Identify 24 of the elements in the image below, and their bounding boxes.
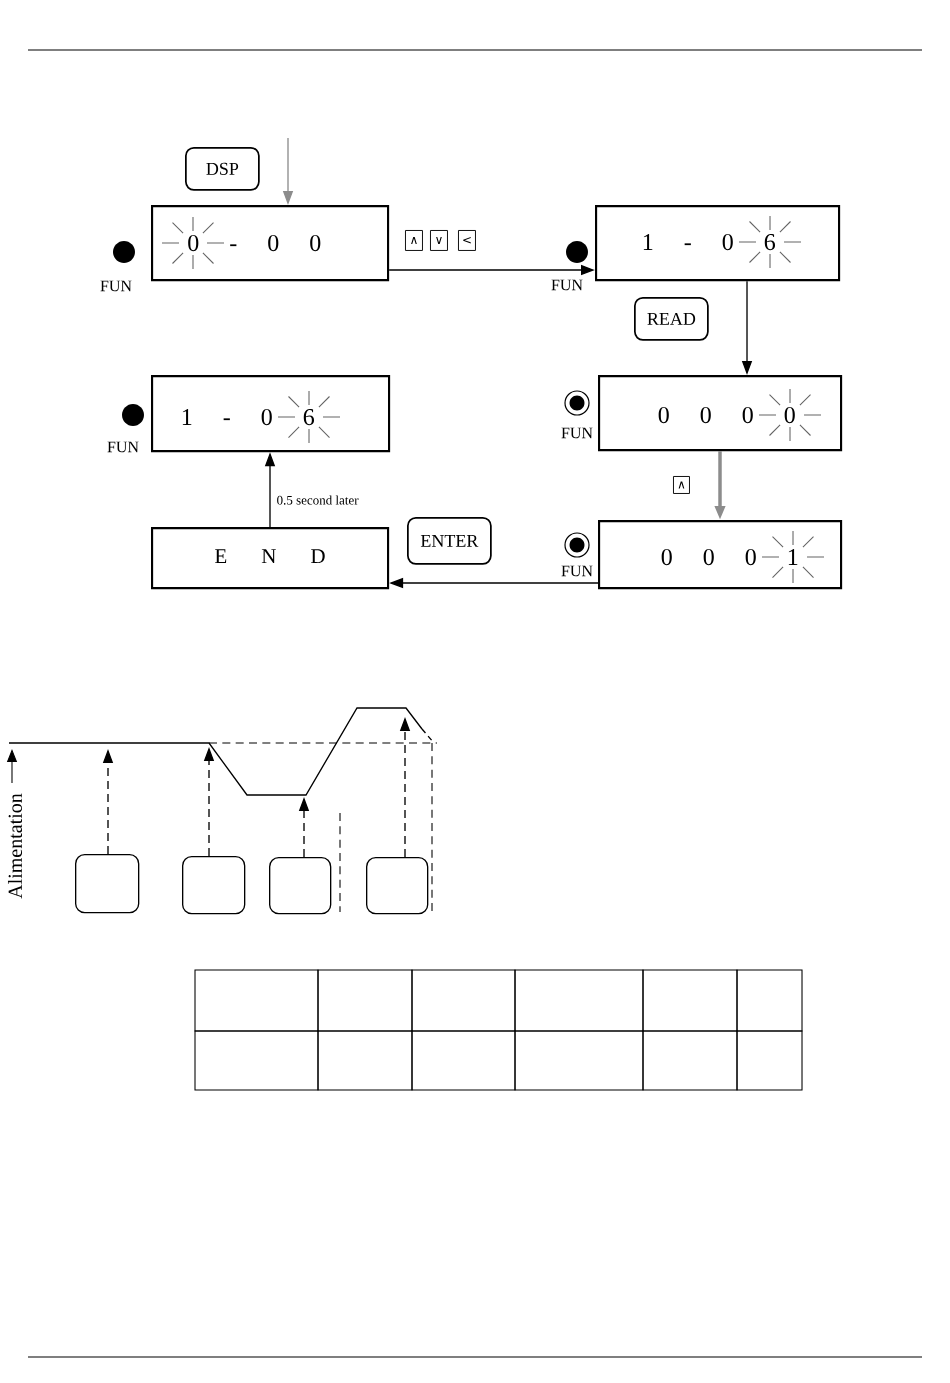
display-panel: E N D bbox=[151, 527, 390, 590]
display-panel: 1 - 0 6 bbox=[595, 205, 841, 282]
indicator-label: FUN bbox=[100, 280, 132, 292]
edge-label: 0.5 second later bbox=[275, 494, 360, 506]
display-panel: 0 0 0 0 bbox=[598, 375, 843, 452]
arrow-key: < bbox=[458, 230, 476, 251]
display-panel: 1 - 0 6 bbox=[151, 375, 391, 453]
indicator-label: FUN bbox=[107, 441, 139, 453]
rounded-box bbox=[366, 857, 429, 915]
axis-label: Alimentation bbox=[8, 793, 23, 899]
display-panel: 0 0 0 1 bbox=[598, 520, 843, 590]
indicator-label: FUN bbox=[561, 565, 593, 577]
display-panel: 0 - 0 0 bbox=[151, 205, 390, 282]
indicator-label: FUN bbox=[561, 427, 593, 439]
indicator-label: FUN bbox=[551, 279, 583, 291]
arrow-key: ∨ bbox=[430, 230, 448, 251]
rounded-box bbox=[182, 856, 246, 915]
rounded-box bbox=[75, 854, 140, 914]
panel-button: DSP bbox=[185, 147, 260, 191]
arrow-key: ∧ bbox=[405, 230, 423, 251]
panel-button: READ bbox=[634, 297, 709, 341]
panel-button: ENTER bbox=[407, 517, 492, 565]
rounded-box bbox=[269, 857, 332, 915]
arrow-key: ∧ bbox=[673, 476, 690, 494]
